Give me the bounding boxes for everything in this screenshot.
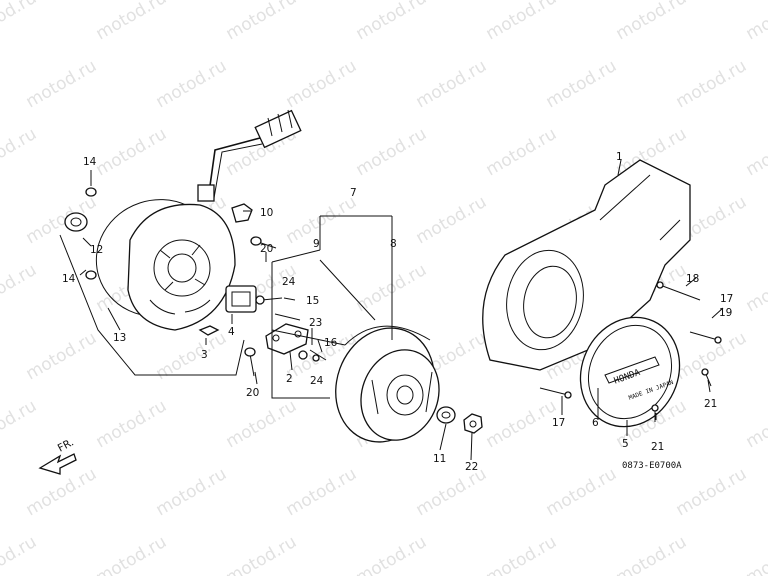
watermark-text: motod.ru [483,532,561,576]
callout-label: 20 [246,387,259,399]
callout-label: 14 [83,156,97,168]
watermark-text: motod.ru [0,0,40,44]
watermark-text: motod.ru [743,396,768,452]
watermark-text: motod.ru [673,56,751,112]
cover-bolts [539,281,722,422]
watermark-text: motod.ru [93,532,171,576]
callout-label: 24 [282,276,296,288]
watermark-text: motod.ru [353,0,431,44]
o-rings-14 [85,187,97,280]
nut-22 [463,413,483,434]
pulser-generator-4 [225,285,257,313]
watermark-text: motod.ru [283,192,361,248]
watermark-text: motod.ru [153,464,231,520]
watermark-text: motod.ru [0,532,40,576]
watermark-text: motod.ru [23,328,101,384]
watermark-text: motod.ru [283,464,361,520]
callout-label: 16 [324,337,338,349]
oil-seal-12 [64,212,88,232]
watermark-text: motod.ru [743,124,768,180]
watermark-text: motod.ru [223,532,301,576]
watermark-text: motod.ru [483,124,561,180]
watermark-text: motod.ru [673,328,751,384]
diagram-code: 0873-E0700A [622,461,682,471]
callout-label: 9 [313,238,320,250]
watermark-text: motod.ru [613,0,691,44]
callout-label: 22 [465,461,478,473]
watermark-text: motod.ru [743,0,768,44]
callout-label: 17 [552,417,565,429]
watermark-text: motod.ru [413,192,491,248]
watermark-text: motod.ru [0,260,40,316]
watermark-text: motod.ru [153,56,231,112]
callout-label: 14 [62,273,76,285]
left-crankcase-cover [482,159,691,371]
callout-label: 2 [286,373,293,385]
watermark-text: motod.ru [743,260,768,316]
watermark-text: motod.ru [23,192,101,248]
callout-label: 10 [260,207,273,219]
assembly-lines [59,215,393,399]
callout-label: 23 [309,317,322,329]
grommet-10 [231,203,253,223]
watermark-text: motod.ru [673,464,751,520]
watermark-text: motod.ru [353,532,431,576]
stator-base-plate [95,199,236,331]
callout-label: 6 [592,417,599,429]
watermark-text: motod.ru [93,0,171,44]
watermark-text: motod.ru [413,464,491,520]
fr-label: FR. [56,436,76,454]
callout-label: 21 [704,398,717,410]
bracket-2 [265,323,309,355]
callout-label: 13 [113,332,126,344]
watermark-text: motod.ru [23,464,101,520]
callout-label: 12 [90,244,103,256]
callout-label: 8 [390,238,397,250]
watermark-text: motod.ru [93,396,171,452]
callout-label: 18 [686,273,699,285]
watermark-text: motod.ru [0,124,40,180]
callout-label: 24 [310,375,324,387]
callout-label: 1 [616,151,623,163]
front-direction-arrow: FR. [38,436,77,475]
flywheel-rotor [335,325,440,443]
watermark-text: motod.ru [223,396,301,452]
wire-harness [197,109,302,202]
callout-label: 19 [719,307,732,319]
callout-label: 3 [201,349,208,361]
watermark-text: motod.ru [0,396,40,452]
watermark-text: motod.ru [543,56,621,112]
callout-label: 11 [433,453,446,465]
callout-label: 7 [350,187,357,199]
watermark-text: motod.ru [223,0,301,44]
watermark-text: motod.ru [23,56,101,112]
watermark-text: motod.ru [543,464,621,520]
callout-label: 20 [260,243,273,255]
watermark-text: motod.ru [283,56,361,112]
callout-label: 4 [228,326,235,338]
watermark-text: motod.ru [613,532,691,576]
watermark-text: motod.ru [483,0,561,44]
callout-label: 17 [720,293,733,305]
callout-label: 15 [306,295,319,307]
leader-lines [79,159,724,461]
callout-labels: 1234567891011121314141516171718192020212… [62,151,733,473]
watermark-text: motod.ru [153,328,231,384]
callout-label: 5 [622,438,629,450]
callout-label: 21 [651,441,664,453]
watermark-text: motod.ru [353,124,431,180]
watermark-text: motod.ru [93,124,171,180]
watermark-text: motod.ru [743,532,768,576]
watermark-text: motod.ru [483,396,561,452]
watermark-text: motod.ru [413,56,491,112]
cover-plate-5: HONDA MADE IN JAPAN [579,316,681,428]
washer-11 [436,406,456,424]
collar-3 [198,325,220,336]
